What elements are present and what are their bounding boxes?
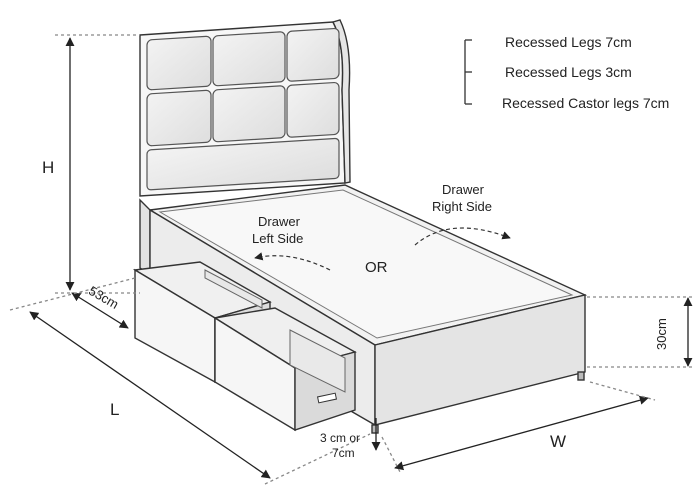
legend-bracket [464, 39, 472, 105]
length-label: L [110, 400, 119, 419]
drawer-left-label-line2: Left Side [252, 231, 303, 246]
legend-item: Recessed Castor legs 7cm [502, 95, 669, 111]
length-dimension-line [29, 311, 271, 479]
drawer-handle [316, 392, 338, 404]
width-dimension-line [394, 395, 649, 471]
legend-item: Recessed Legs 7cm [505, 34, 632, 50]
legend-item: Recessed Legs 3cm [505, 64, 632, 80]
base-height-label: 30cm [654, 318, 669, 350]
width-label: W [550, 432, 566, 451]
drawer-right-label-line1: Drawer [442, 182, 485, 197]
headboard [139, 19, 351, 197]
height-label: H [42, 158, 54, 177]
legend: Recessed Legs 7cm Recessed Legs 3cm Rece… [502, 34, 669, 111]
drawer-direction-arrows [254, 227, 511, 271]
leg-height-label-line2: 7cm [332, 446, 355, 460]
drawer-depth-label: 53cm [86, 283, 121, 312]
headboard-panels [146, 27, 340, 191]
leg-height-label-line1: 3 cm or [320, 431, 360, 445]
drawer-left-label-line1: Drawer [258, 214, 301, 229]
drawer-right-label-line2: Right Side [432, 199, 492, 214]
or-label: OR [365, 259, 388, 276]
dimension-lines [9, 34, 695, 485]
